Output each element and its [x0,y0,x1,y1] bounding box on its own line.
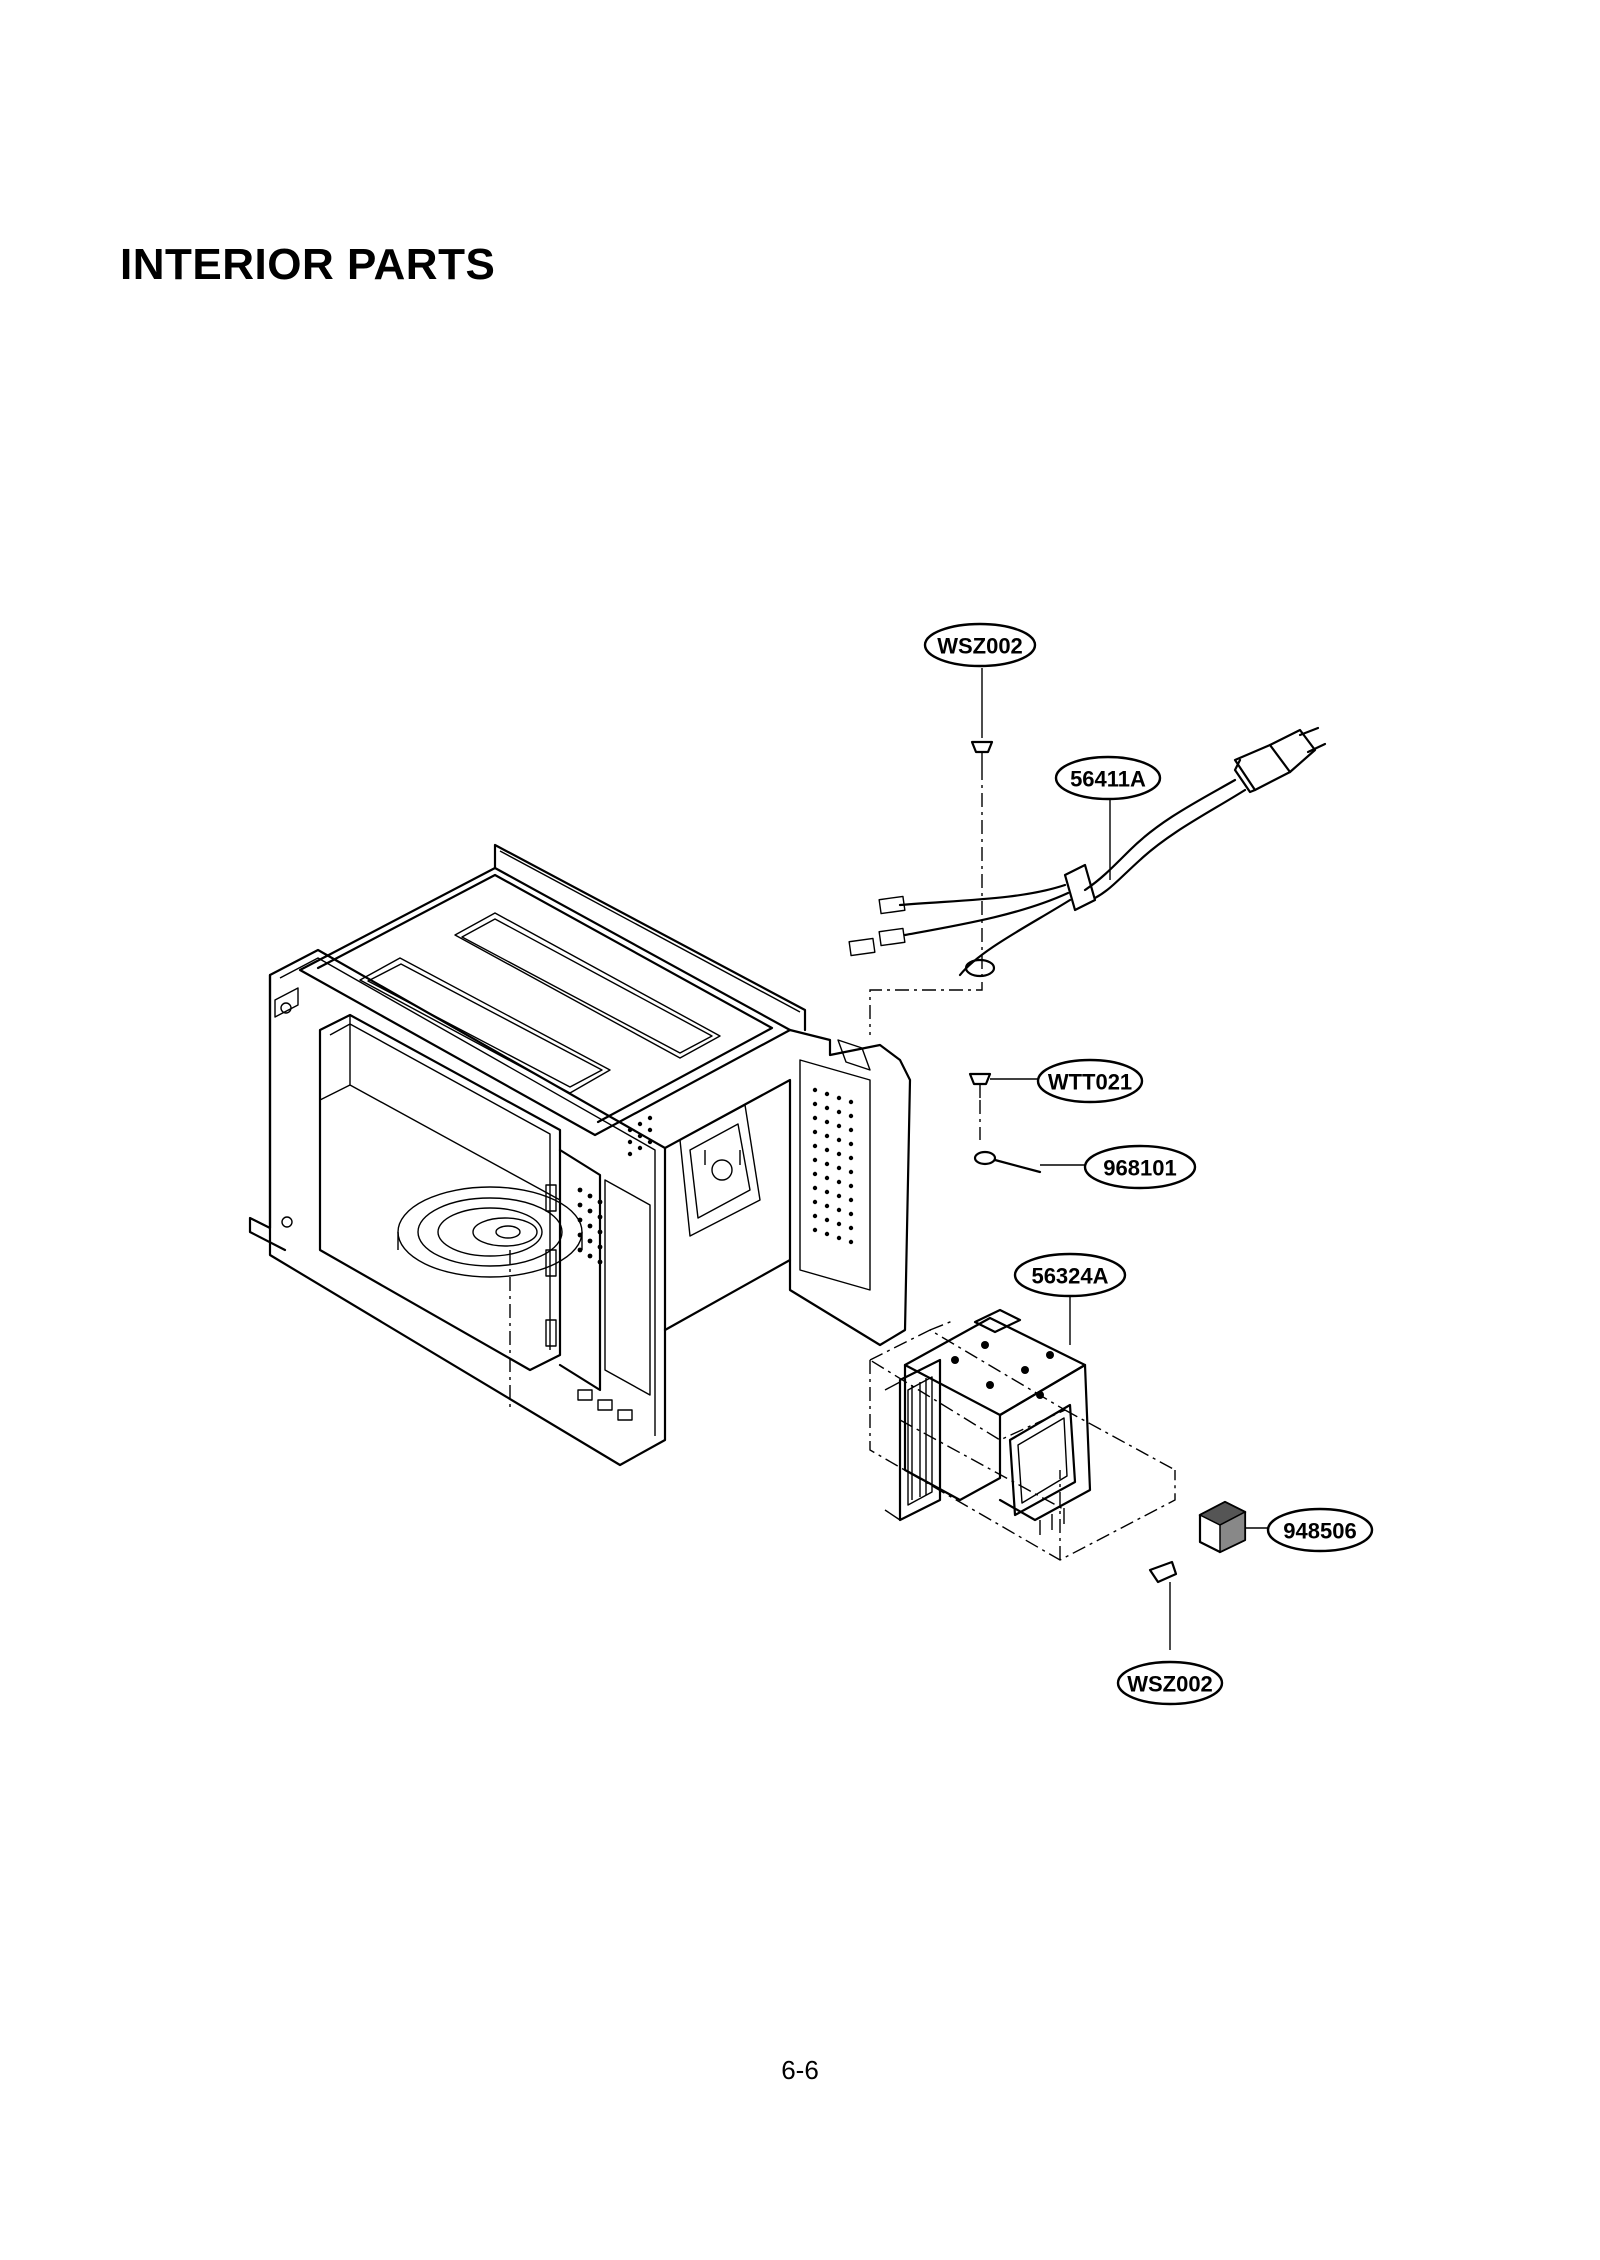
callout-968101-label: 968101 [1103,1156,1176,1181]
callout-wsz002-bottom: WSZ002 [1116,1660,1224,1706]
callout-wsz002-top-label: WSZ002 [937,634,1023,659]
page-title: INTERIOR PARTS [120,240,496,289]
callout-wtt021: WTT021 [1036,1058,1144,1104]
screw-wsz002-bottom-drawing [1148,1560,1178,1650]
oven-cavity-drawing [248,843,912,1467]
callout-56324a: 56324A [1013,1252,1127,1298]
callout-56411a-label: 56411A [1070,767,1146,792]
callout-wsz002-bottom-label: WSZ002 [1127,1672,1213,1697]
callout-wsz002-top: WSZ002 [923,622,1037,668]
callout-wtt021-label: WTT021 [1048,1070,1132,1095]
callout-948506: 948506 [1266,1507,1374,1553]
power-cord-drawing [848,726,1327,978]
callout-56324a-label: 56324A [1031,1264,1108,1289]
callout-968101: 968101 [1083,1144,1197,1190]
callout-948506-label: 948506 [1283,1519,1356,1544]
callout-56411a: 56411A [1054,755,1162,801]
washer-968101-drawing [973,1100,1085,1174]
thermostat-948506-drawing [1198,1500,1275,1554]
page-number: 6-6 [781,2055,819,2085]
screw-wsz002-top-drawing [869,668,994,1035]
magnetron-drawing [868,1275,1176,1561]
screw-wtt021-drawing [968,1072,1040,1098]
